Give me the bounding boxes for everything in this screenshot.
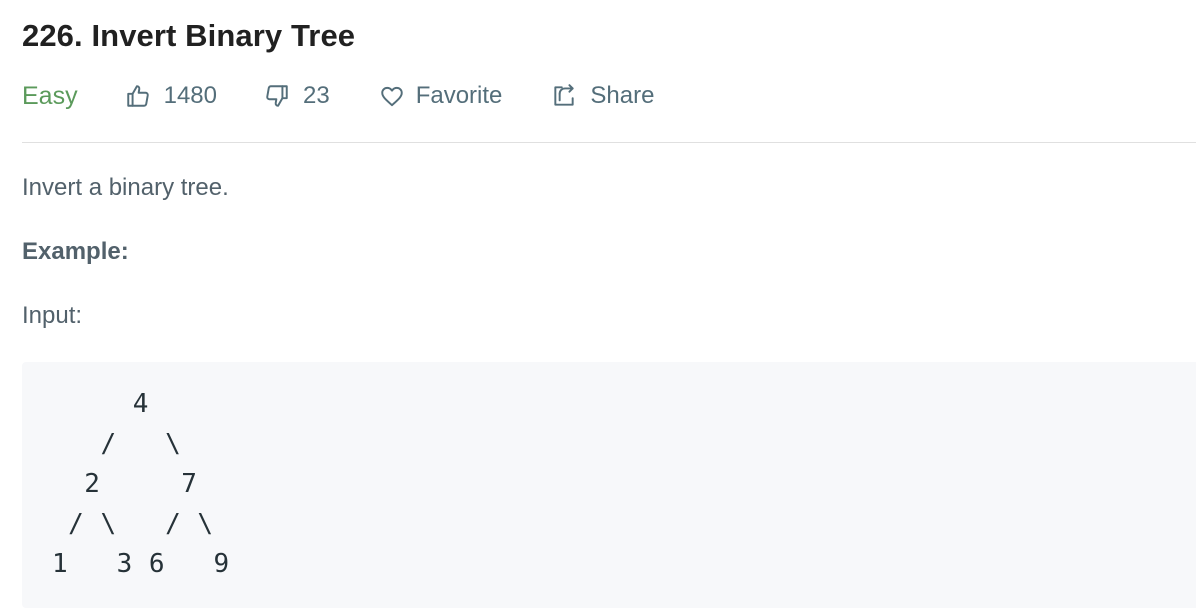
favorite-button[interactable]: Favorite [378, 82, 503, 110]
like-button[interactable]: 1480 [124, 82, 217, 110]
like-count: 1480 [163, 82, 217, 109]
dislike-count: 23 [302, 82, 330, 109]
input-label: Input: [22, 302, 83, 329]
thumbs-down-icon [263, 82, 291, 110]
difficulty-badge: Easy [22, 81, 78, 110]
header-divider [22, 142, 1196, 143]
favorite-label: Favorite [415, 82, 503, 109]
share-label: Share [590, 82, 655, 109]
dislike-button[interactable]: 23 [263, 82, 330, 110]
problem-title: 226. Invert Binary Tree [22, 18, 356, 53]
problem-description: Invert a binary tree. [22, 174, 229, 201]
tree-line: 4 [52, 389, 149, 419]
problem-meta-bar: Easy 1480 23 Favorite [22, 78, 654, 114]
tree-line: 1 3 6 9 [52, 549, 230, 579]
tree-line: 2 7 [52, 469, 198, 499]
tree-line: / \ [52, 429, 182, 459]
example-heading: Example: [22, 238, 129, 265]
thumbs-up-icon [124, 82, 152, 110]
example-input-code-block: 4 / \ 2 7 / \ / \ 1 3 6 9 [22, 362, 1196, 608]
heart-icon [378, 82, 406, 110]
share-button[interactable]: Share [550, 82, 654, 110]
tree-line: / \ / \ [52, 509, 214, 539]
share-icon [550, 82, 578, 110]
input-tree-diagram: 4 / \ 2 7 / \ / \ 1 3 6 9 [52, 384, 230, 584]
